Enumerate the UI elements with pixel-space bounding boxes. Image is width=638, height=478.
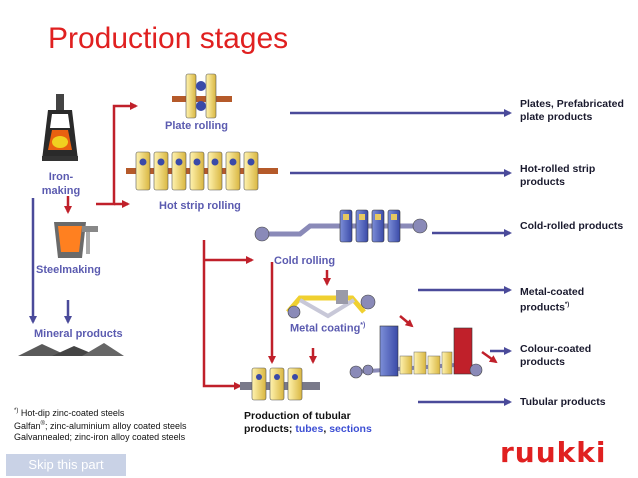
footnote-line2-b: ; zinc-aluminium alloy coated steels <box>44 421 187 431</box>
footnote-line1-text: Hot-dip zinc-coated steels <box>20 408 125 418</box>
product-tubular: Tubular products <box>520 396 606 408</box>
sections-link[interactable]: sections <box>329 423 372 435</box>
footnote-line1: *) Hot-dip zinc-coated steels <box>14 406 187 419</box>
ruukki-logo: ruukki <box>500 436 607 469</box>
arrow-steel-to-rolling <box>96 102 138 206</box>
tubes-link[interactable]: tubes <box>295 423 324 435</box>
skip-part-button[interactable]: Skip this part <box>6 454 126 476</box>
product-plates: Plates, Prefabricated plate products <box>520 98 624 123</box>
footnote-line2-a: Galfan <box>14 421 41 431</box>
tube-mill-icon <box>240 367 320 401</box>
hot-strip-mill-icon <box>126 151 278 191</box>
metal-coating-mark: *) <box>360 322 366 329</box>
product-metal-coated-mark: *) <box>564 302 570 308</box>
footnote-reg: ® <box>40 421 45 427</box>
arrow-colour-to-tubular <box>481 350 498 364</box>
label-metal-coating: Metal coating*) <box>290 322 365 335</box>
label-cold-rolling: Cold rolling <box>274 255 336 267</box>
page-title: Production stages <box>48 22 289 55</box>
label-plate-rolling: Plate rolling <box>165 120 228 132</box>
label-tubular-production: Production of tubular products; tubes, s… <box>244 410 372 436</box>
cold-rolling-mill-icon <box>254 209 428 243</box>
tubular-prefix: products; <box>244 423 296 435</box>
arrow-coating-to-colour <box>399 315 414 328</box>
footnote-mark: *) <box>14 408 19 414</box>
colour-coating-line-icon <box>349 325 483 379</box>
blast-furnace-icon <box>42 94 78 161</box>
product-hot-rolled: Hot-rolled strip products <box>520 163 596 188</box>
tubular-line1: Production of tubular <box>244 410 351 422</box>
label-ironmaking: Iron- making <box>41 171 81 197</box>
product-colour-coated: Colour-coated products <box>520 343 592 368</box>
metal-coating-line-icon <box>286 290 376 319</box>
ladle-icon <box>54 222 98 258</box>
arrow-hot-strip-branch <box>202 240 242 390</box>
label-mineral-products: Mineral products <box>34 328 123 340</box>
footnote: *) Hot-dip zinc-coated steels Galfan®; z… <box>14 406 187 443</box>
footnote-line3: Galvannealed; zinc-iron alloy coated ste… <box>14 432 186 442</box>
product-metal-coated-text: Metal-coated products <box>520 286 585 314</box>
mineral-heaps-icon <box>18 343 124 356</box>
product-metal-coated: Metal-coated products*) <box>520 286 632 315</box>
plate-rolling-mill-icon <box>172 73 232 119</box>
footnote-line2: Galfan®; zinc-aluminium alloy coated ste… <box>14 419 187 432</box>
tubular-line2: products; tubes, sections <box>244 423 372 436</box>
metal-coating-text: Metal coating <box>290 322 361 335</box>
label-steelmaking: Steelmaking <box>36 264 101 276</box>
product-cold-rolled: Cold-rolled products <box>520 220 624 232</box>
label-hot-strip-rolling: Hot strip rolling <box>159 200 241 212</box>
tubular-sep: , <box>323 423 330 435</box>
